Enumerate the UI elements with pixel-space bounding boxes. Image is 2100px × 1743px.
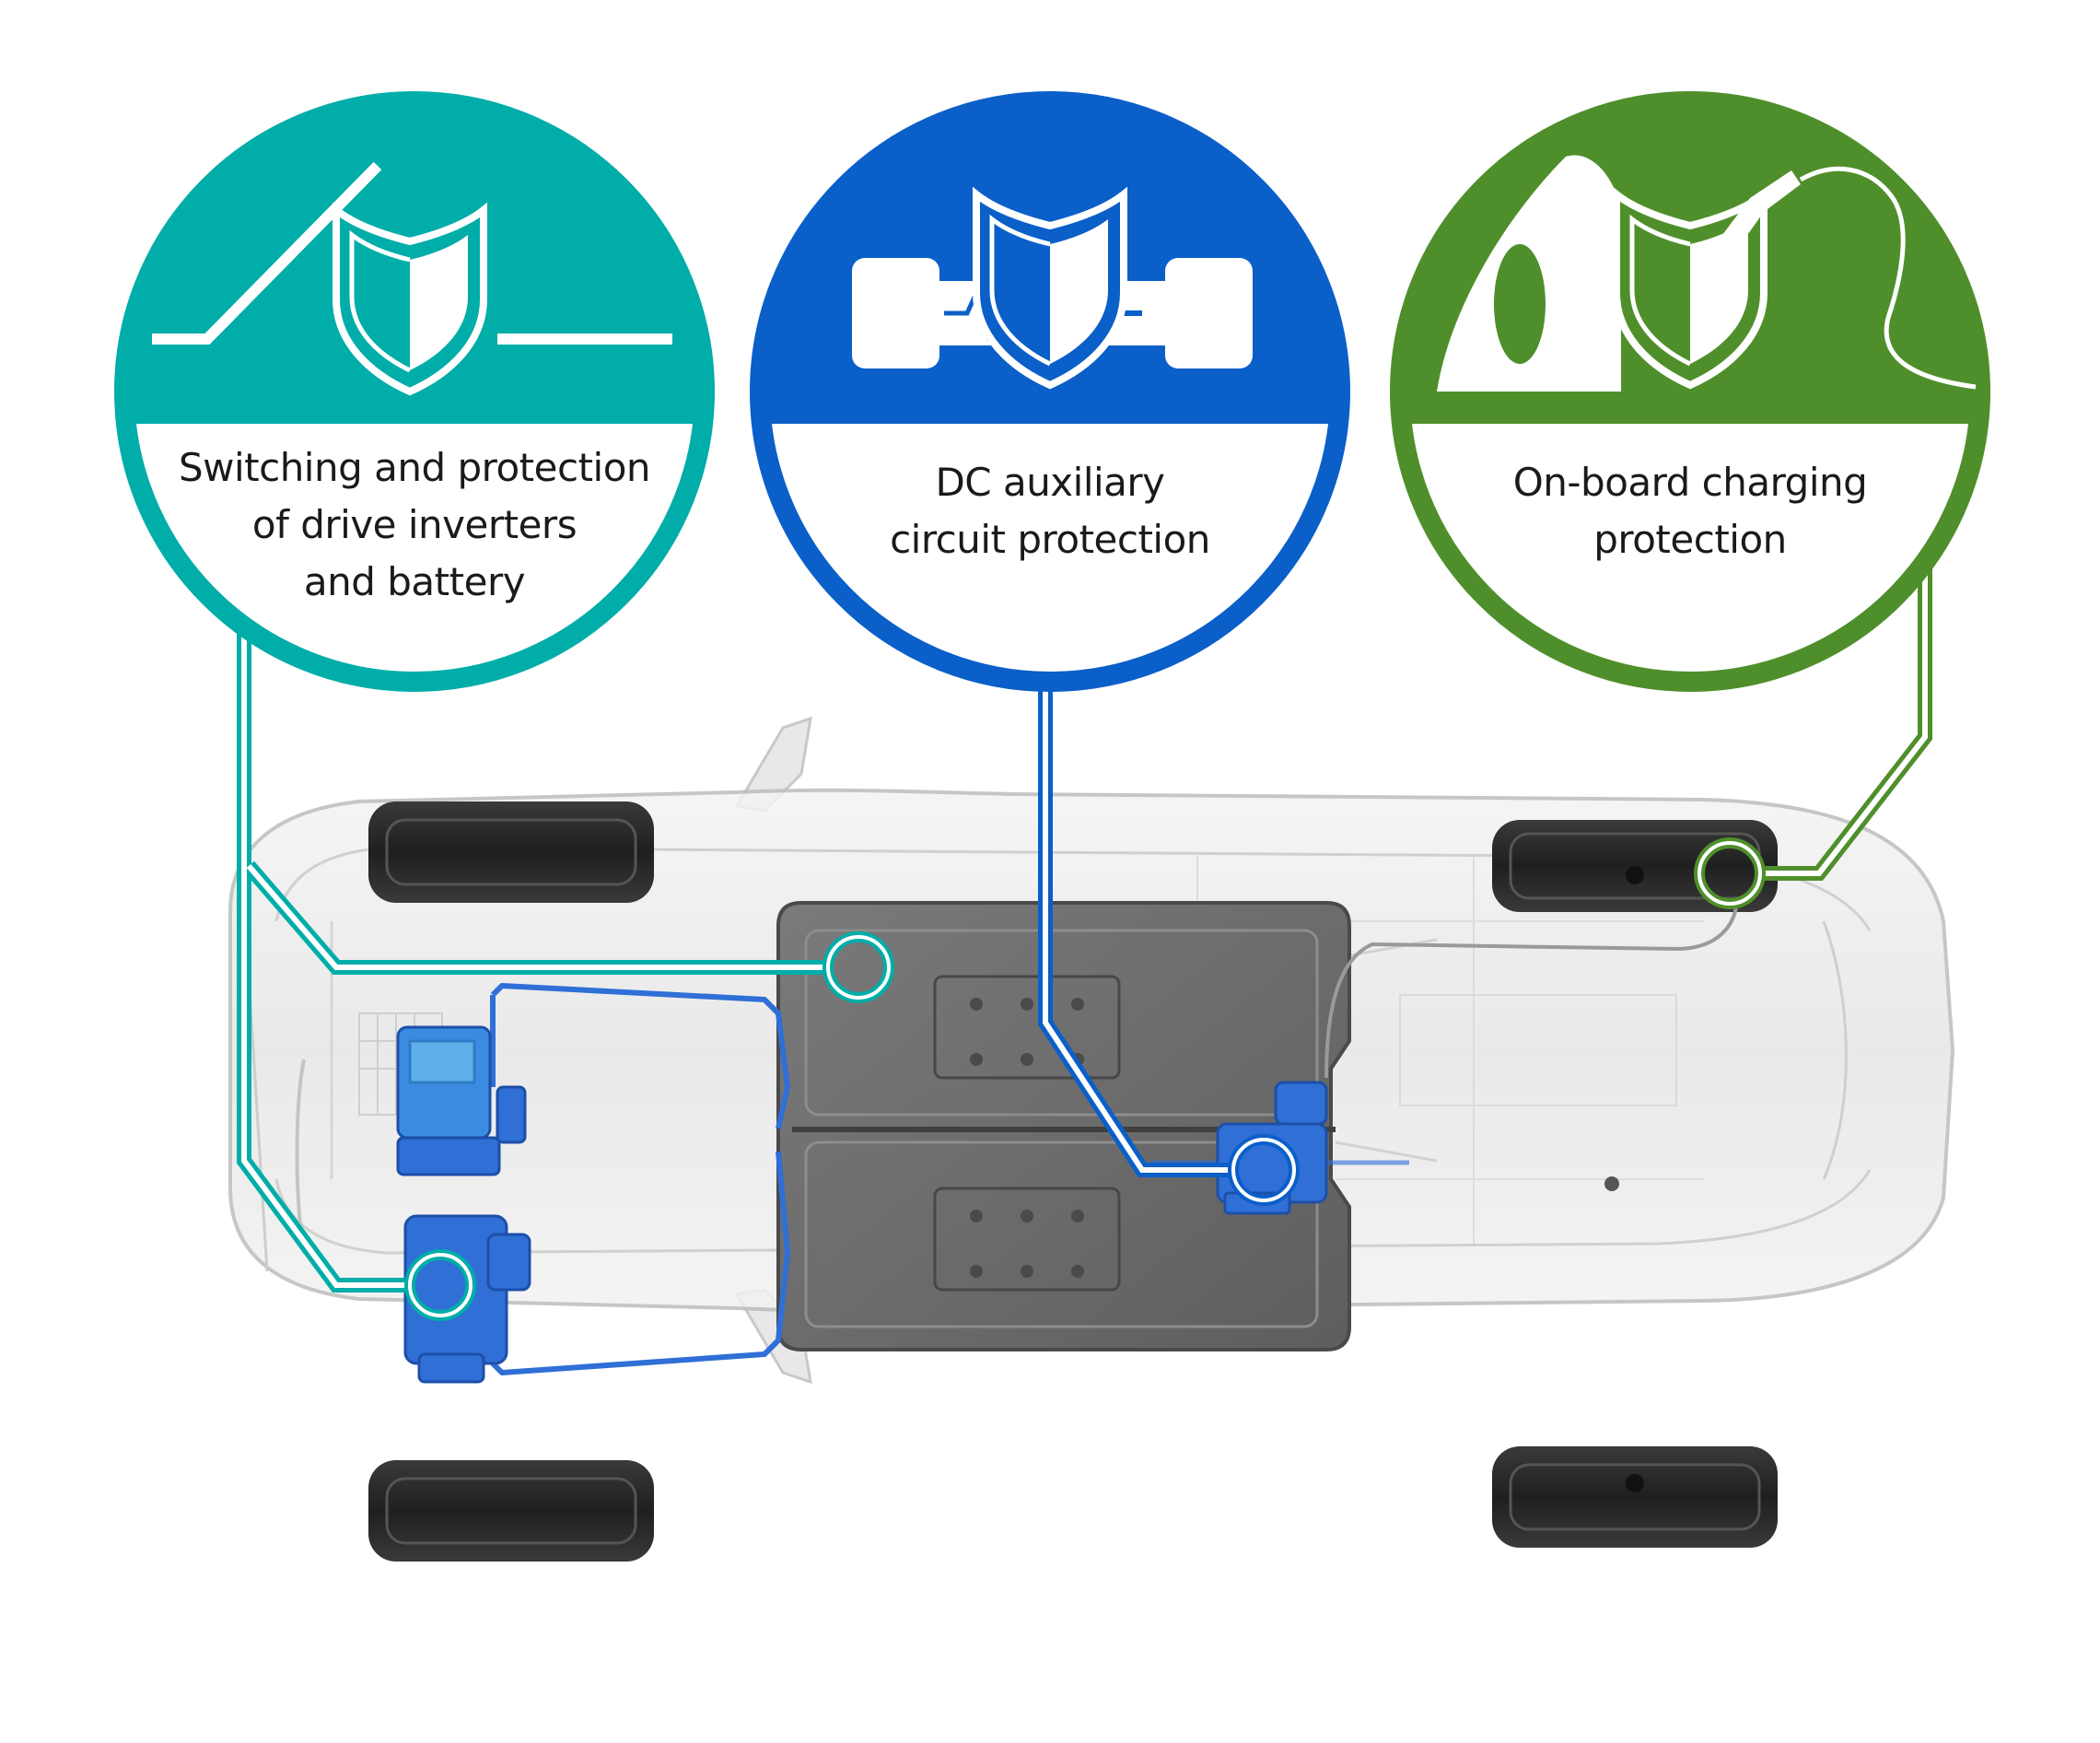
front-right-wheel [368,1460,654,1562]
fuse-shield-icon [852,186,1253,390]
callout-label-dc-auxiliary: DC auxiliary circuit protection [890,460,1210,562]
callout-dc-auxiliary [750,91,1350,692]
charger-shield-icon [1437,155,1977,392]
blue-target-dc [1228,1134,1300,1206]
car-chassis-xray-icon [228,716,1955,1562]
callout-label-drive-inverters: Switching and protection of drive invert… [178,445,651,604]
front-left-wheel [368,801,654,903]
callout-onboard-charging [1390,91,1990,692]
rear-right-wheel [1492,1446,1778,1548]
switch-shield-icon [152,161,672,396]
teal-target-battery [822,931,894,1003]
green-target-charger [1694,837,1766,909]
teal-connectors-inner [241,626,829,1288]
battery-pack [776,901,1351,1351]
callout-label-onboard-charging: On-board charging protection [1512,460,1868,562]
teal-target-inverter [404,1249,476,1321]
callout-drive-inverters [114,91,715,692]
